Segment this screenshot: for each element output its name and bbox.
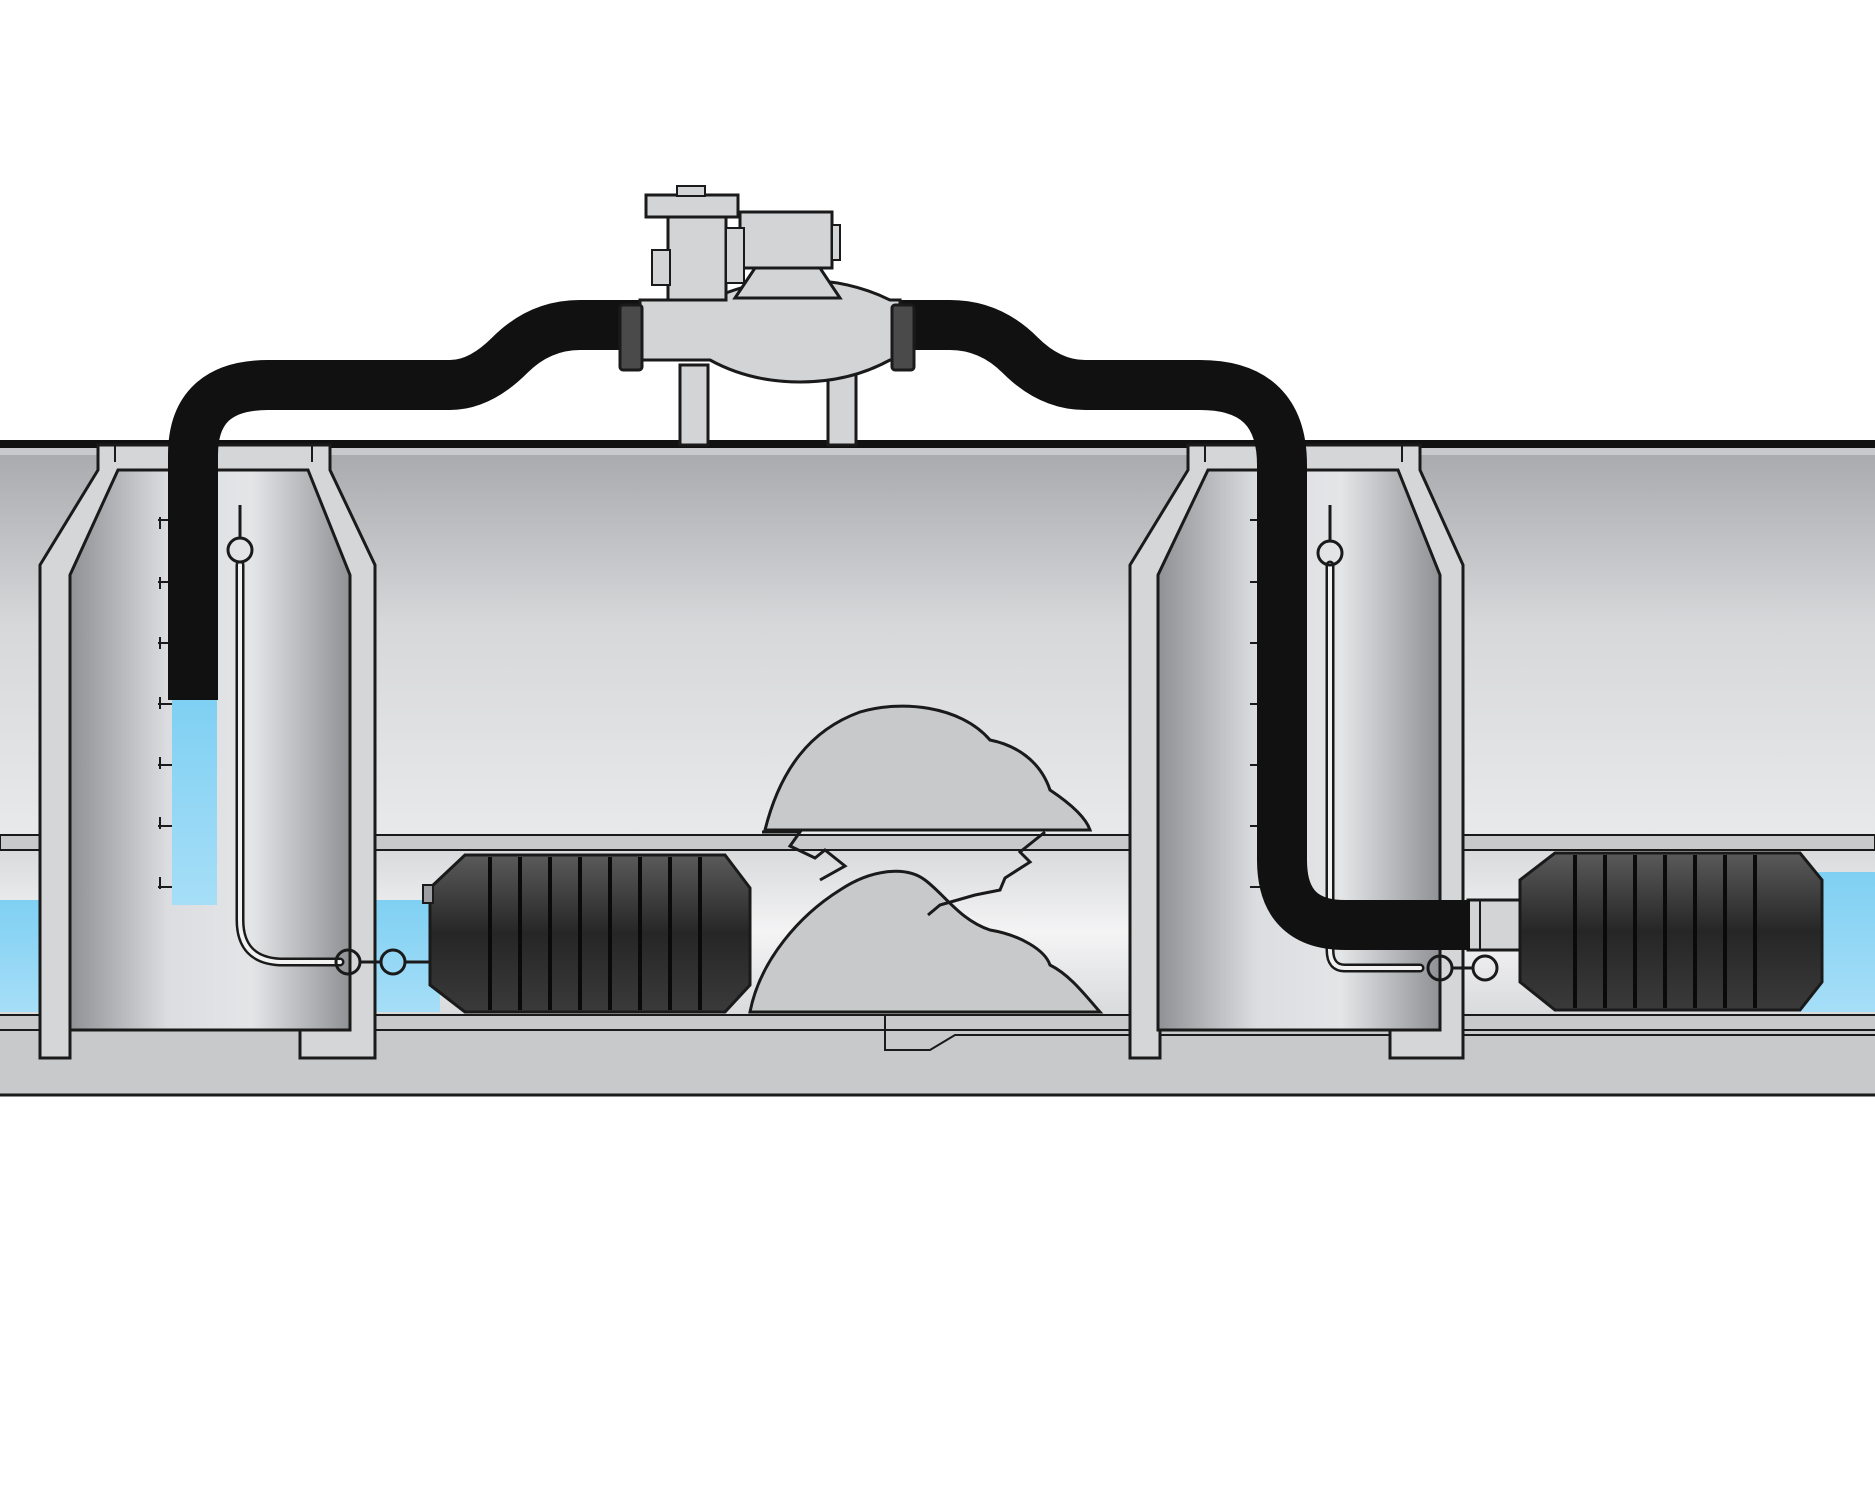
hose-coupling: [1466, 898, 1522, 952]
flange-left: [618, 303, 644, 372]
pump-motor: [738, 210, 834, 270]
plug-body: [1518, 851, 1824, 1012]
crack-right: [927, 830, 1046, 917]
upstream-tether: [226, 505, 430, 976]
upstream-pipe-plug: [422, 853, 752, 1014]
downstream-pipe-plug: [1466, 851, 1824, 1012]
bypass-hose: [168, 300, 1470, 950]
crack-left: [762, 830, 848, 882]
shaft-water: [172, 700, 217, 905]
debris-upper: [763, 704, 1093, 832]
downstream-tether: [1316, 505, 1499, 982]
pipe-blockage: [748, 704, 1104, 1014]
upstream-manhole: [38, 443, 377, 1060]
flange-right: [890, 303, 916, 372]
pump-cap: [644, 193, 740, 219]
hose-discharge: [900, 300, 1470, 950]
pipe-joint: [884, 1015, 1875, 1051]
bypass-pump: [618, 185, 916, 447]
pump-engine: [666, 213, 728, 302]
hose-suction: [168, 300, 640, 700]
debris-lower: [748, 869, 1104, 1014]
